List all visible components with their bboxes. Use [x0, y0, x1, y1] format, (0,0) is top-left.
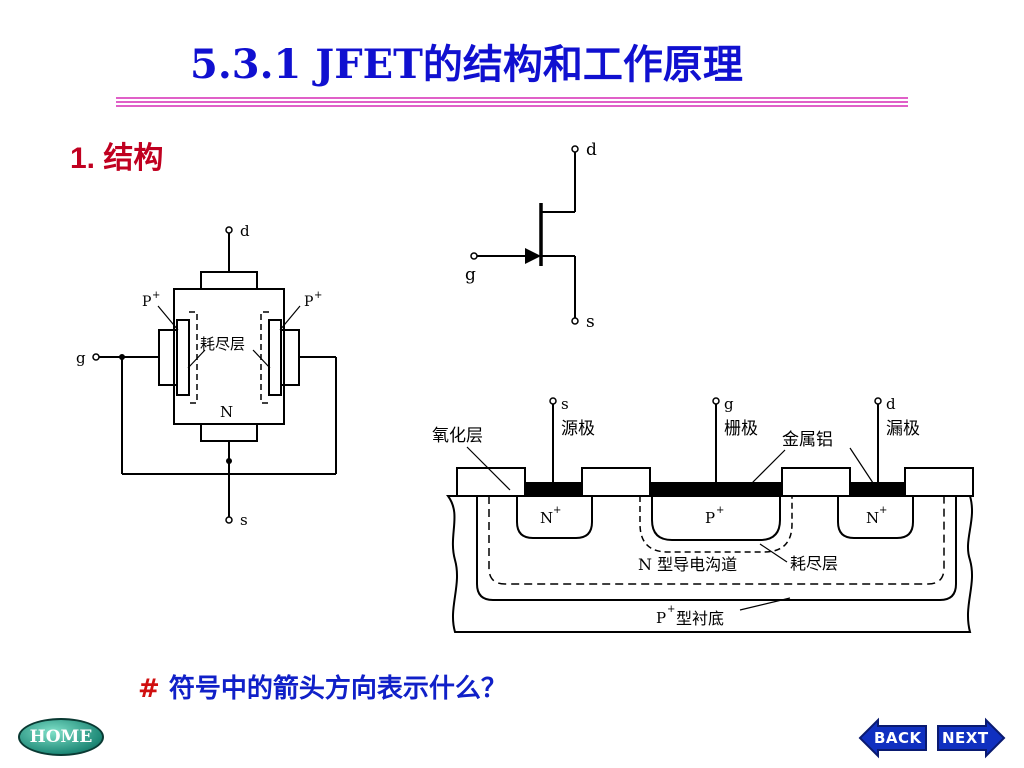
home-button-shape	[18, 718, 104, 756]
title-rule-bottom	[116, 105, 908, 107]
cs-terminal-s: s	[561, 395, 569, 413]
cs-p-plus-gate-sup: +	[716, 505, 724, 516]
cs-p-plus-gate: P	[705, 509, 715, 527]
title-rule-middle	[116, 101, 908, 103]
section-heading: 1. 结构	[70, 142, 164, 175]
cs-oxide-label: 氧化层	[432, 426, 483, 446]
question-text: # 符号中的箭头方向表示什么？	[138, 668, 507, 705]
cs-terminal-g: g	[724, 395, 734, 413]
title-rule-top	[116, 97, 908, 99]
next-arrow-icon	[937, 717, 1006, 759]
structure-n-region: N	[220, 403, 233, 421]
back-button-label: BACK	[874, 729, 922, 747]
symbol-terminal-g: g	[465, 265, 476, 285]
jfet-structure-diagram	[92, 226, 337, 524]
structure-terminal-g: g	[76, 349, 86, 367]
page-title: 5.3.1 JFET的结构和工作原理	[190, 41, 743, 88]
jfet-cross-section	[446, 397, 974, 633]
cs-depletion-label: 耗尽层	[790, 554, 838, 573]
symbol-terminal-s: s	[586, 312, 595, 332]
home-button[interactable]: HOME	[18, 718, 104, 756]
cs-n-plus-left: N	[540, 509, 553, 527]
structure-p-right-plus: +	[314, 290, 322, 301]
structure-p-left: P	[142, 294, 151, 310]
cs-substrate-prefix: P	[656, 609, 666, 627]
back-arrow-icon	[858, 717, 927, 759]
cs-metal-label: 金属铝	[782, 430, 833, 450]
cs-n-plus-right: N	[866, 509, 879, 527]
structure-terminal-s: s	[240, 511, 248, 529]
jfet-circuit-symbol	[470, 145, 579, 325]
cs-substrate-sup: +	[667, 604, 675, 615]
structure-depletion-label: 耗尽层	[200, 335, 245, 353]
cs-terminal-d: d	[886, 395, 896, 413]
jfet-structure-labels: d g s P + P + 耗尽层 N	[76, 222, 322, 529]
cs-substrate-label: 型衬底	[676, 609, 724, 628]
symbol-terminal-d: d	[586, 140, 597, 160]
cs-n-plus-left-sup: +	[553, 505, 561, 516]
jfet-symbol-labels: d g s	[465, 140, 597, 332]
cs-gate-label: 栅极	[724, 419, 758, 439]
question-body: 符号中的箭头方向表示什么？	[159, 674, 507, 704]
back-button[interactable]: BACK	[858, 716, 928, 760]
cs-channel-label: N 型导电沟道	[638, 555, 737, 574]
question-mark: #	[138, 674, 160, 704]
home-button-label: HOME	[29, 727, 93, 747]
jfet-cross-section-labels: s g d 源极 栅极 漏极 氧化层 金属铝 N + P + N + N 型导电…	[432, 395, 920, 628]
structure-p-right: P	[304, 294, 313, 310]
structure-terminal-d: d	[240, 222, 250, 240]
next-button[interactable]: NEXT	[936, 716, 1006, 760]
cs-n-plus-right-sup: +	[879, 505, 887, 516]
next-button-label: NEXT	[942, 729, 989, 747]
cs-source-label: 源极	[561, 419, 595, 439]
structure-p-left-plus: +	[152, 290, 160, 301]
cs-drain-label: 漏极	[886, 419, 920, 439]
